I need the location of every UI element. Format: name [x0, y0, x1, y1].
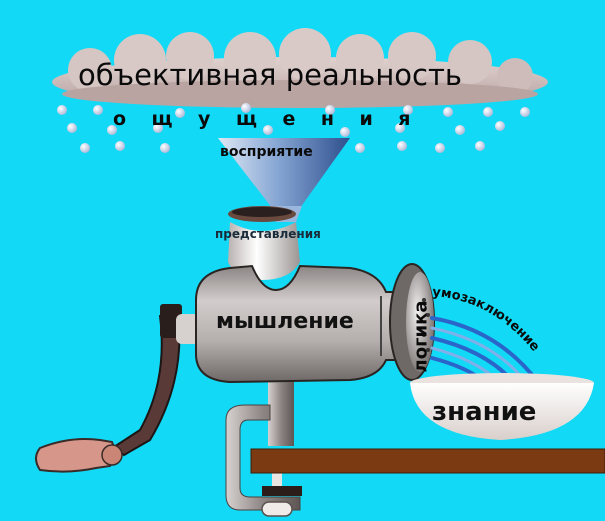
bowl [410, 373, 594, 440]
sensations-label: ощущения [113, 108, 436, 130]
grinder-neck [228, 206, 300, 280]
cloud [52, 28, 548, 108]
representation-label: представления [215, 227, 321, 241]
logic-label: логика [410, 300, 432, 373]
objective-reality-label: объективная реальность [78, 58, 462, 92]
table-clamp [225, 368, 302, 517]
grinder-blade-plate [389, 263, 435, 381]
thinking-label: мышление [216, 309, 354, 334]
crank-handle [35, 304, 182, 473]
rain-drops [57, 103, 530, 153]
perception-label: восприятие [220, 144, 313, 160]
grinder-body [176, 264, 403, 384]
knowledge-label: знание [432, 397, 537, 427]
table [250, 448, 605, 474]
